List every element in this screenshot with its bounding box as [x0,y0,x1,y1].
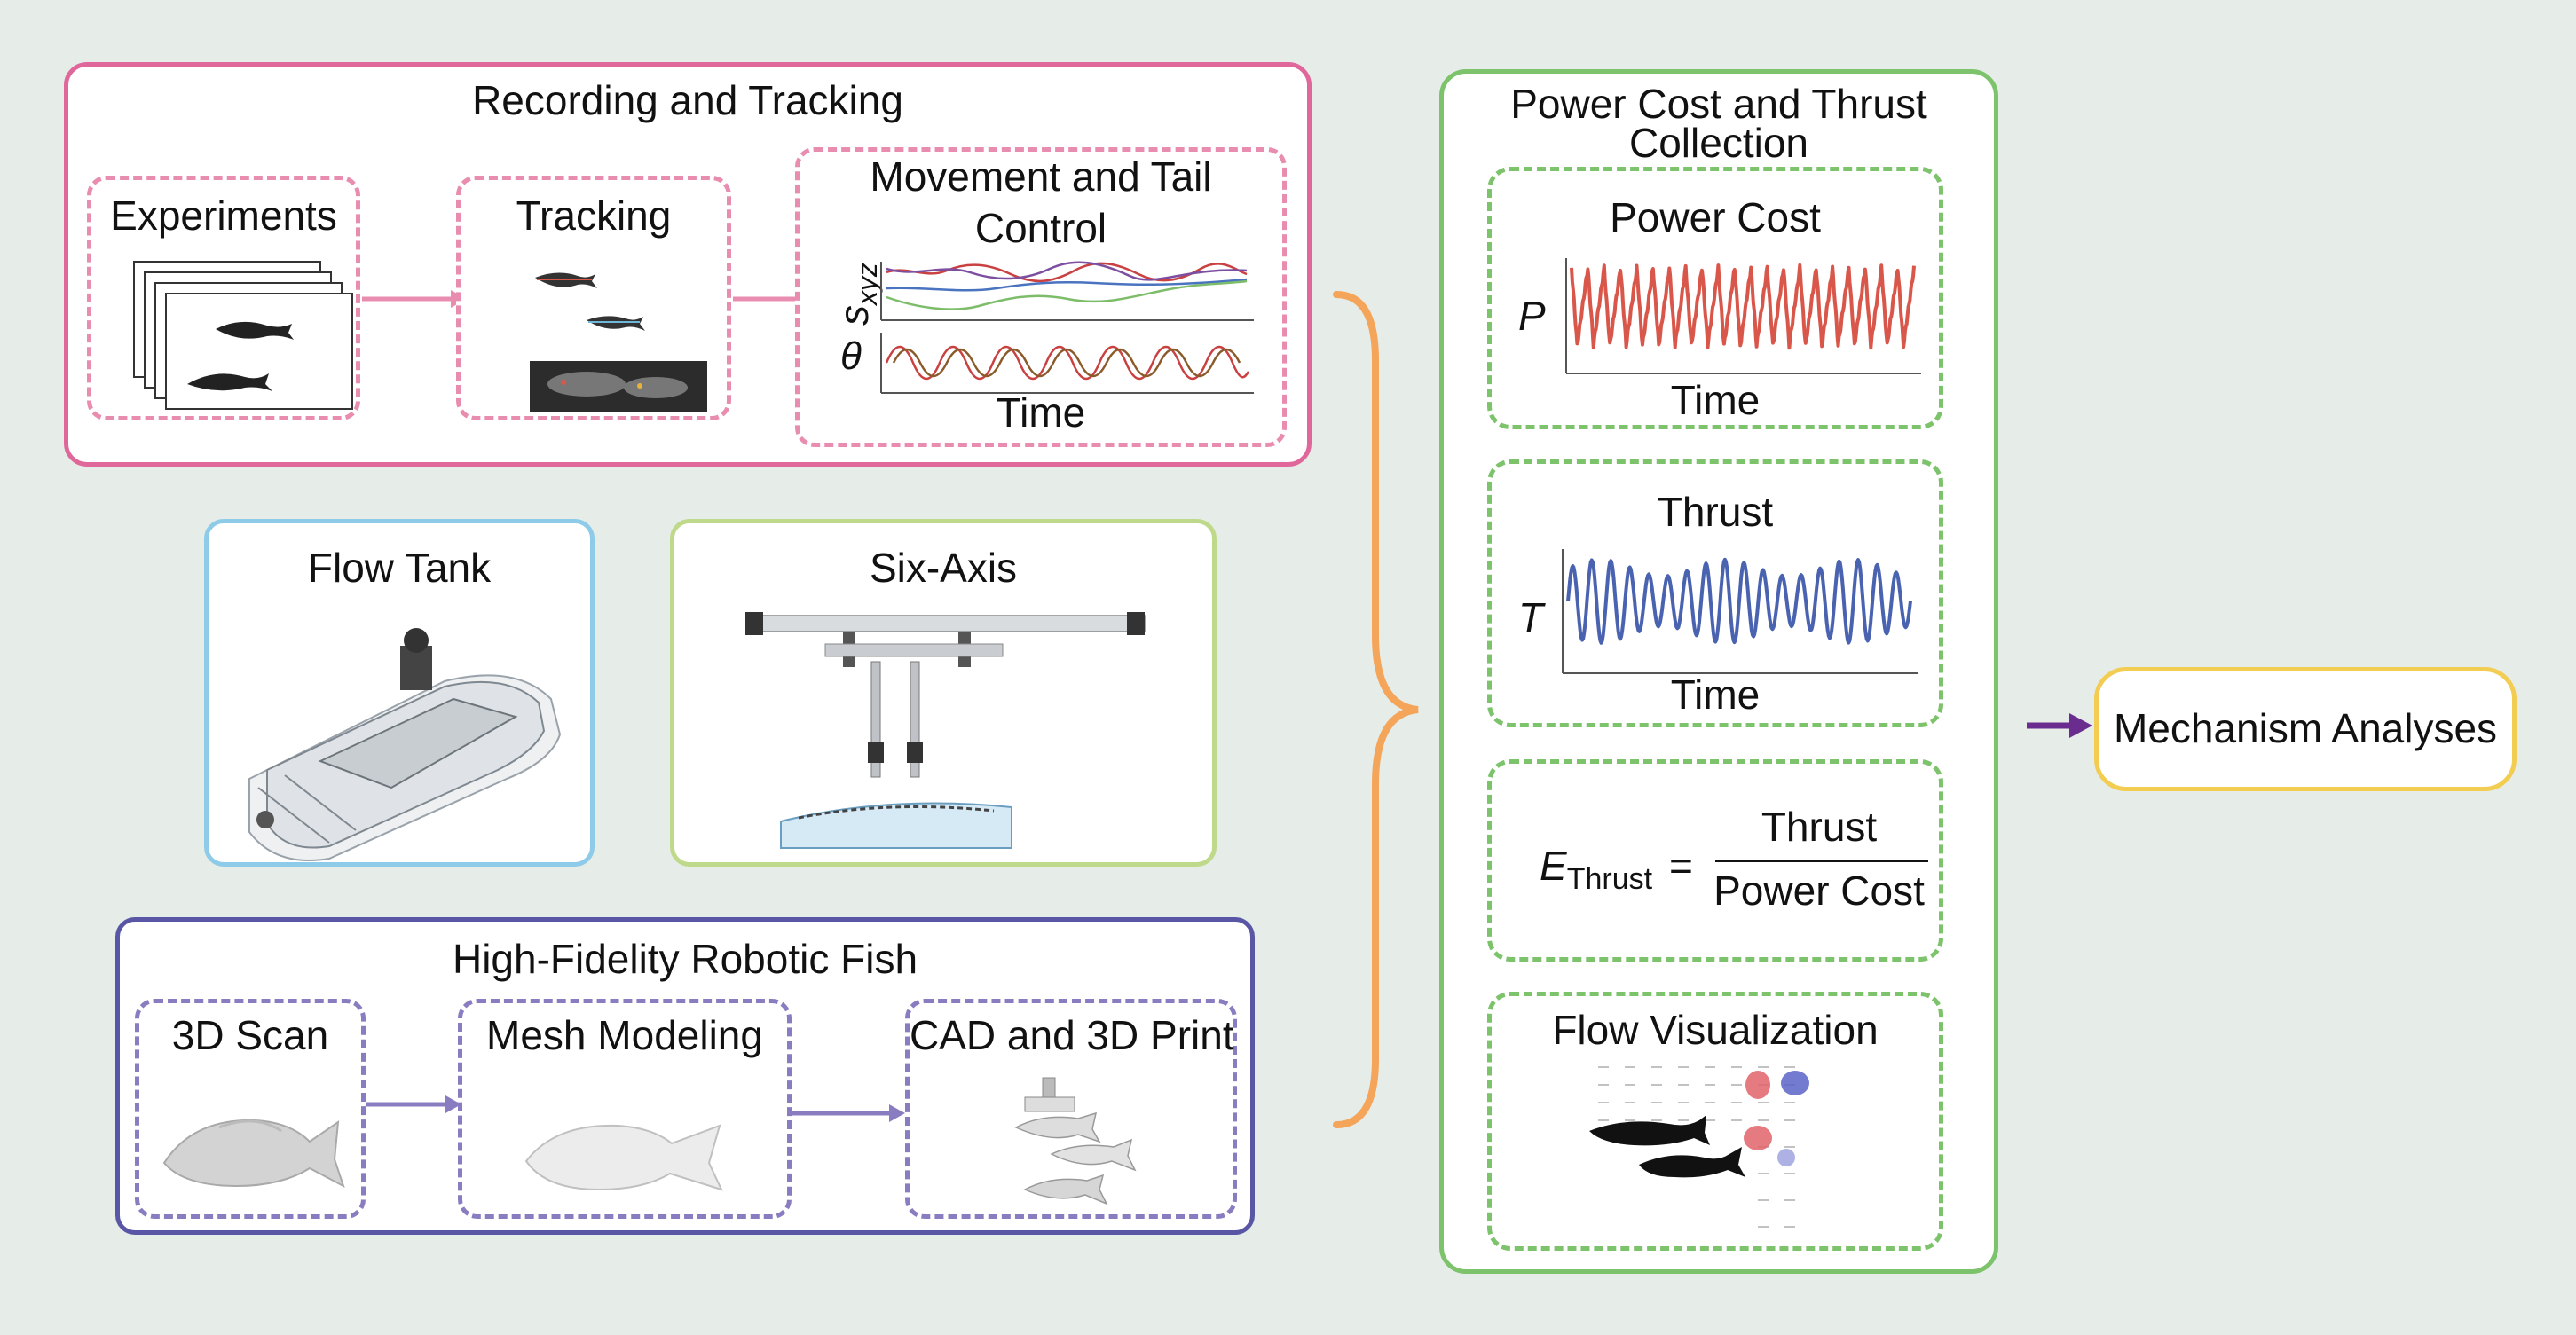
power-cost-title: Power Cost [1610,194,1821,240]
flow-tank-title: Flow Tank [307,545,492,591]
thrust-ylabel: T [1518,594,1544,640]
theta-trace-2 [892,348,1241,378]
arrow-experiments-to-tracking [362,290,467,308]
movement-label-line1: Movement and Tail [870,153,1212,200]
recording-tracking-title: Recording and Tracking [472,77,903,123]
efficiency-numerator: Thrust [1761,804,1878,850]
scan-label: 3D Scan [171,1012,329,1058]
scan-fish-image [162,1119,345,1189]
efficiency-equals: = [1669,843,1693,889]
thrust-box: Thrust T Time [1487,459,1943,727]
efficiency-denominator: Power Cost [1713,868,1925,914]
six-axis-title: Six-Axis [869,545,1018,591]
arrow-scan-to-mesh [366,1095,461,1113]
tracking-fish-image [530,272,707,412]
efficiency-lhs: EThrust [1540,843,1653,897]
mesh-box: Mesh Modeling [458,999,792,1219]
scan-box: 3D Scan [135,999,366,1219]
s-trace-purple [886,261,1248,281]
s-trace-blue [886,278,1248,292]
efficiency-box: EThrust = Thrust Power Cost [1487,759,1943,962]
movement-ylabel-theta: θ [840,334,862,378]
movement-label-line2: Control [974,205,1107,251]
power-cost-trace [1570,263,1916,350]
thrust-chart [1562,549,1918,674]
arrow-mesh-to-cad [792,1104,905,1122]
tracking-box: Tracking [456,176,731,420]
flow-tank-panel: Flow Tank [204,519,595,867]
movement-xlabel: Time [996,389,1086,436]
power-cost-chart [1565,258,1921,374]
experiments-box: Experiments [87,176,360,420]
s-trace-red [886,262,1248,283]
cad-print-image [1014,1077,1137,1205]
power-cost-box: Power Cost P Time [1487,167,1943,429]
s-trace-green [886,279,1248,310]
movement-chart [880,261,1254,394]
experiments-label: Experiments [110,192,337,239]
six-axis-panel: Six-Axis [670,519,1217,867]
power-cost-xlabel: Time [1670,377,1761,423]
cad-label: CAD and 3D Print [910,1012,1234,1058]
power-thrust-title-line1: Power Cost and Thrust [1510,81,1927,127]
thrust-title: Thrust [1657,489,1774,535]
tracking-label: Tracking [516,192,672,239]
mechanism-analyses-box: Mechanism Analyses [2094,667,2517,791]
mesh-label: Mesh Modeling [486,1012,763,1058]
six-axis-image [745,612,1146,849]
flow-vis-image [1589,1066,1809,1228]
flow-vis-title: Flow Visualization [1552,1007,1879,1053]
cad-box: CAD and 3D Print [905,999,1237,1219]
thrust-trace [1566,557,1912,645]
flow-vis-box: Flow Visualization [1487,992,1943,1251]
thrust-xlabel: Time [1670,671,1761,718]
flow-tank-image [248,628,562,861]
efficiency-fraction-bar [1715,860,1928,862]
mechanism-analyses-label: Mechanism Analyses [2113,705,2498,751]
movement-box: Movement and Tail Control sxyz θ Time [795,147,1287,447]
robotic-fish-title: High-Fidelity Robotic Fish [452,936,918,982]
arrow-to-mechanism [2027,713,2092,738]
experiment-frames-image [133,261,353,410]
power-thrust-title-line2: Collection [1629,120,1808,166]
power-cost-ylabel: P [1518,293,1546,339]
grouping-brace [1333,291,1419,1128]
mesh-fish-image [524,1124,723,1191]
movement-ylabel-s: sxyz [831,263,884,326]
